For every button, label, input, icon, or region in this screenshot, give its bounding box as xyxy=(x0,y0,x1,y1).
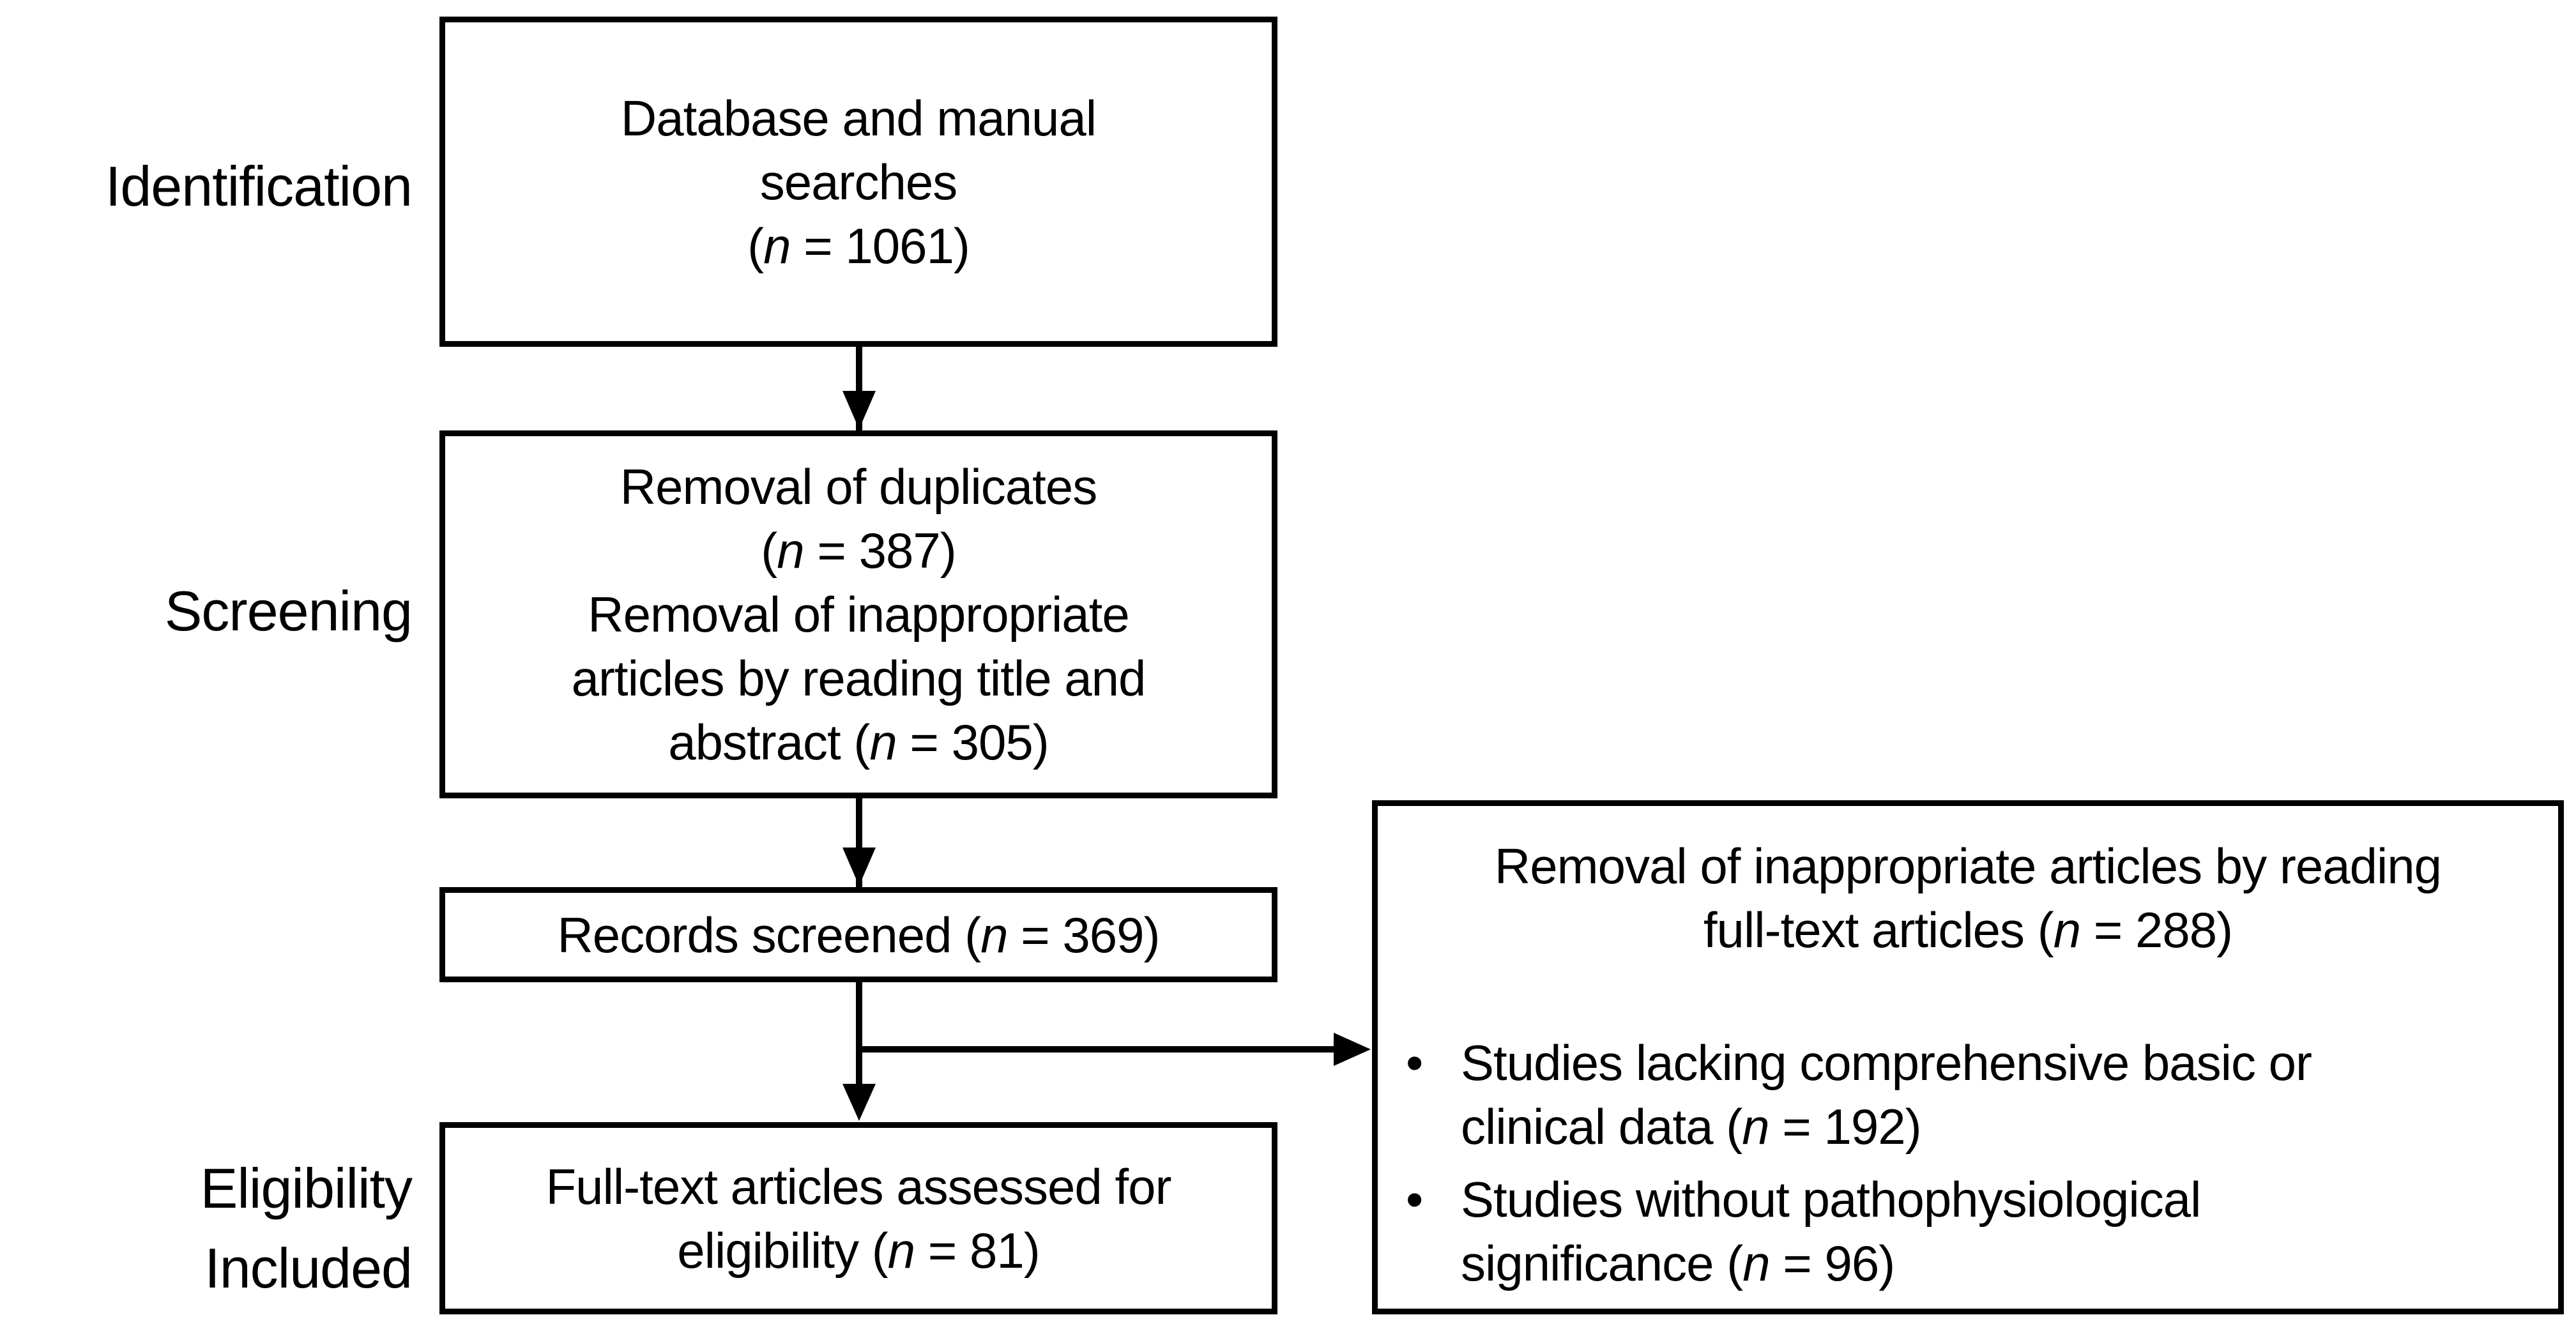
list-item: • Studies lacking comprehensive basic or… xyxy=(1396,1031,2540,1159)
box-fulltext-assessed-text: Full-text articles assessed for eligibil… xyxy=(545,1158,1171,1279)
stage-label-identification: Identification xyxy=(105,155,413,218)
box-records-screened-text: Records screened (n = 369) xyxy=(557,906,1160,963)
exclusions-heading: Removal of inappropriate articles by rea… xyxy=(1494,838,2442,958)
box-duplicates-title-abstract-removal: Removal of duplicates (n = 387) Removal … xyxy=(439,430,1277,798)
box-records-screened: Records screened (n = 369) xyxy=(439,887,1277,982)
arrow-branch-to-exclusions xyxy=(856,1033,1371,1066)
arrow-screening-to-records xyxy=(842,796,876,886)
box-fulltext-exclusions: Removal of inappropriate articles by rea… xyxy=(1372,800,2564,1314)
box-database-manual-searches-text: Database and manual searches (n = 1061) xyxy=(620,89,1097,274)
list-item: • Studies without pathophysiological sig… xyxy=(1396,1167,2540,1295)
bullet-icon: • xyxy=(1406,1035,1423,1091)
connector-records-to-fulltext xyxy=(842,980,876,1121)
exclusion-reason-basic-clinical-data: Studies lacking comprehensive basic or c… xyxy=(1461,1035,2312,1155)
exclusion-reason-pathophysiological: Studies without pathophysiological signi… xyxy=(1461,1171,2201,1291)
bullet-icon: • xyxy=(1406,1171,1423,1228)
stage-label-eligibility: Eligibility xyxy=(200,1157,413,1220)
box-database-manual-searches: Database and manual searches (n = 1061) xyxy=(439,17,1277,347)
exclusions-bullet-list: • Studies lacking comprehensive basic or… xyxy=(1396,1031,2540,1295)
box-fulltext-assessed: Full-text articles assessed for eligibil… xyxy=(439,1122,1277,1314)
stage-label-included: Included xyxy=(204,1236,413,1300)
stage-label-screening: Screening xyxy=(164,579,413,642)
box-duplicates-title-abstract-removal-text: Removal of duplicates (n = 387) Removal … xyxy=(571,459,1147,770)
